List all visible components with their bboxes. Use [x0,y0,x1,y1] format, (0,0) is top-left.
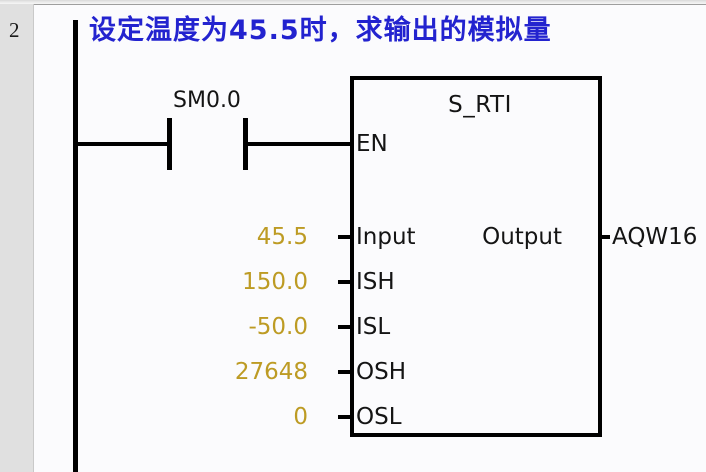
function-block-title: S_RTI [448,92,512,118]
operand-isl[interactable]: -50.0 [248,314,308,340]
operand-ish[interactable]: 150.0 [242,269,308,295]
toolbar-bottom-edge [0,0,706,4]
ladder-canvas[interactable]: 设定温度为45.5时，求输出的模拟量 SM0.0 S_RTI EN 45.5 I… [34,5,706,472]
pin-label-input: Input [356,224,416,250]
pin-label-isl: ISL [356,314,391,340]
operand-input[interactable]: 45.5 [256,224,308,250]
pin-stub-osh [338,370,350,374]
rung-wire-segment-2 [243,142,355,146]
pin-label-osl: OSL [356,404,402,430]
operand-osh[interactable]: 27648 [234,359,308,385]
contact-sm00-left-bar[interactable] [167,118,172,170]
rung-wire-segment-1 [73,142,171,146]
pin-stub-isl [338,325,350,329]
function-block-s-rti[interactable]: S_RTI [350,76,602,437]
operand-osl[interactable]: 0 [293,404,308,430]
operand-output-aqw16[interactable]: AQW16 [612,224,698,250]
contact-sm00-label[interactable]: SM0.0 [173,88,241,113]
pin-stub-ish [338,280,350,284]
rung-number-label: 2 [9,18,20,42]
pin-label-osh: OSH [356,359,406,385]
rung-title[interactable]: 设定温度为45.5时，求输出的模拟量 [89,15,552,46]
pin-stub-osl [338,415,350,419]
pin-label-ish: ISH [356,269,395,295]
toolbar-divider [0,4,706,5]
pin-label-output: Output [482,224,562,250]
power-rail [73,20,78,472]
rung-number-gutter: 2 [0,4,34,472]
pin-stub-output [598,235,610,239]
pin-label-en: EN [356,131,388,157]
pin-stub-input [338,235,350,239]
